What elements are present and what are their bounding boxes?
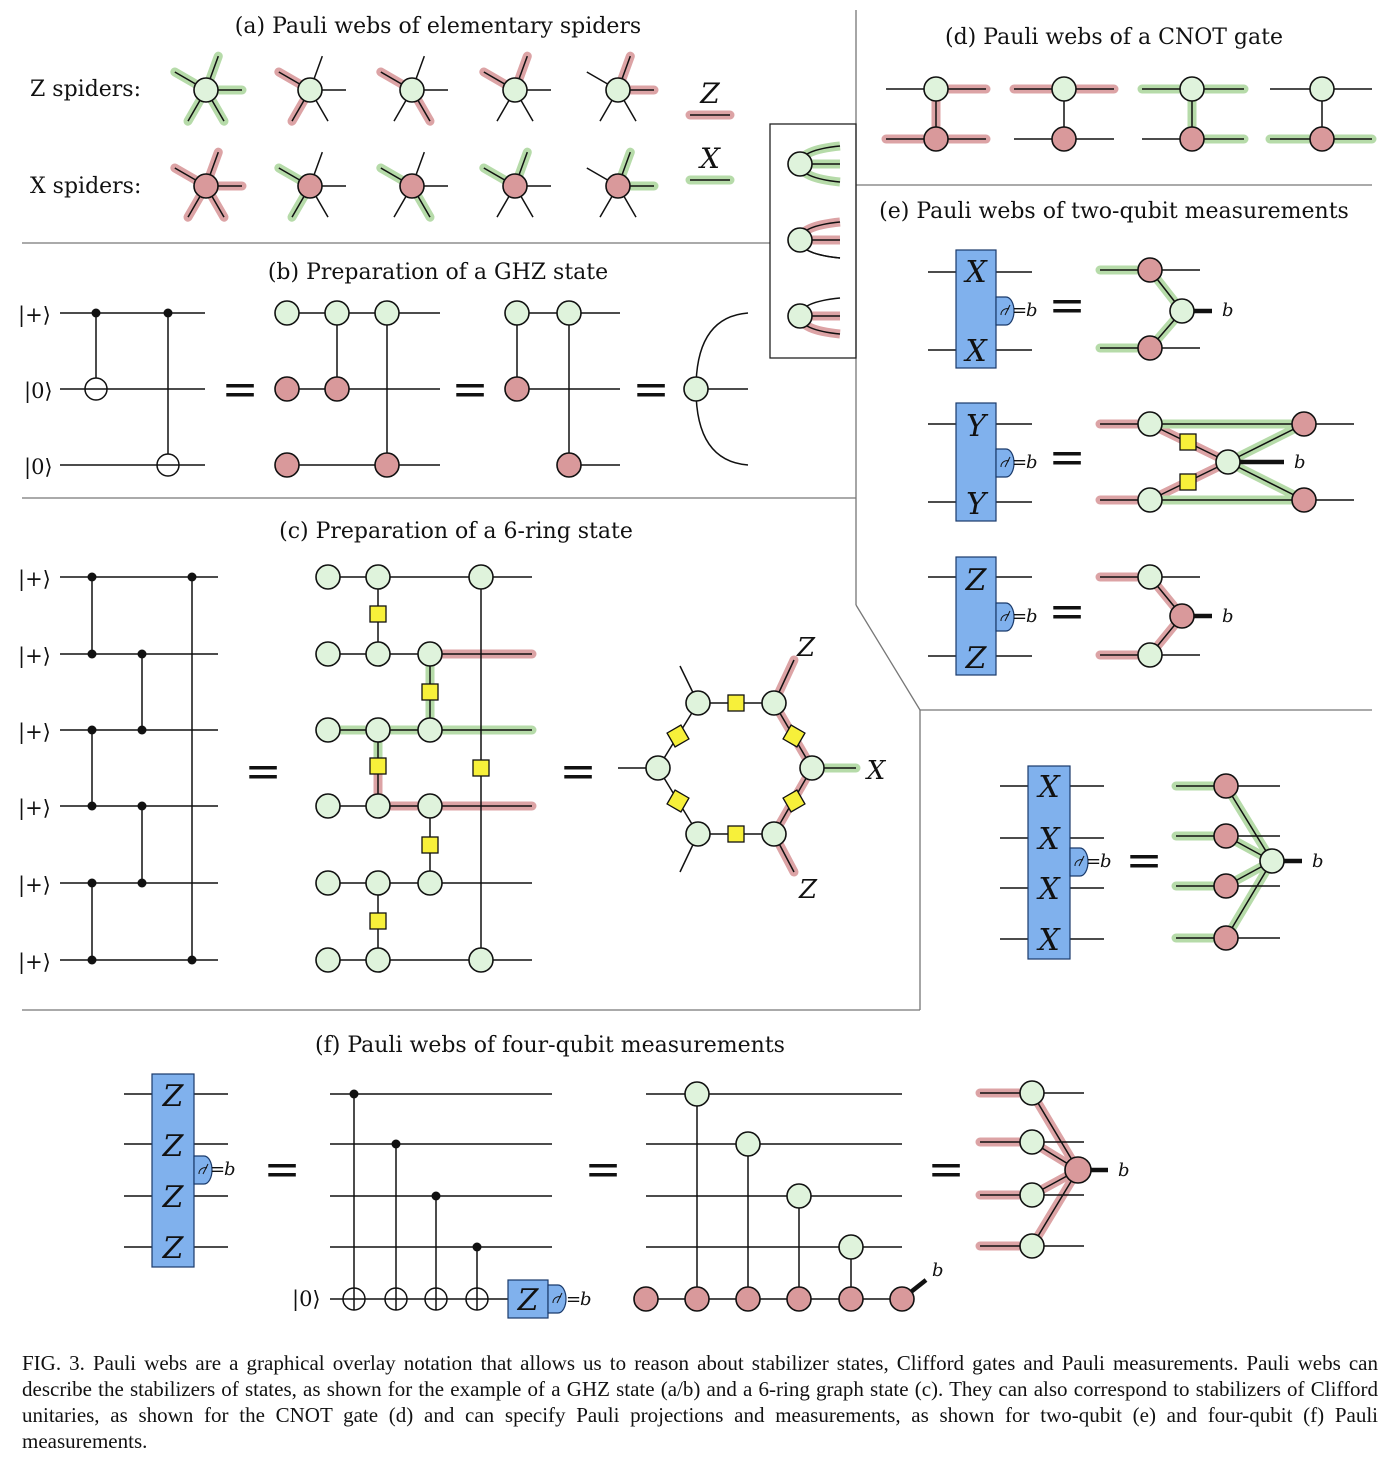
legend-x: X bbox=[685, 142, 735, 185]
equals: = bbox=[452, 364, 489, 415]
f-pauli: Z bbox=[162, 1079, 185, 1114]
panel-b: (b) Preparation of a GHZ state |+⟩ |0⟩ |… bbox=[18, 260, 749, 480]
panel-d-title: (d) Pauli webs of a CNOT gate bbox=[945, 25, 1283, 50]
equals: = bbox=[585, 1144, 622, 1195]
ket-plus: |+⟩ bbox=[18, 720, 51, 745]
equals: = bbox=[1049, 432, 1086, 483]
x-spider bbox=[399, 173, 425, 199]
equals: = bbox=[1126, 835, 1163, 886]
panel-f-title: (f) Pauli webs of four-qubit measurement… bbox=[315, 1033, 785, 1058]
e-outcome: b bbox=[1026, 452, 1038, 473]
e-eq-b: = bbox=[1012, 300, 1027, 321]
xxxx-outcome: b bbox=[1100, 851, 1112, 872]
x-spider bbox=[193, 173, 219, 199]
f-circuit-eq-b: = bbox=[566, 1289, 581, 1310]
f-web-outcome: b bbox=[1118, 1160, 1130, 1181]
ket-plus: |+⟩ bbox=[18, 796, 51, 821]
z-spider bbox=[193, 77, 219, 103]
e-outcome: b bbox=[1222, 300, 1234, 321]
equals: = bbox=[222, 364, 259, 415]
xxxx-pauli: X bbox=[1036, 923, 1061, 958]
figure: (a) Pauli webs of elementary spiders Z s… bbox=[18, 10, 1377, 1319]
equals: = bbox=[1049, 586, 1086, 637]
equals: = bbox=[264, 1144, 301, 1195]
e-eq-b: = bbox=[1012, 606, 1027, 627]
e-outcome: b bbox=[1294, 452, 1306, 473]
e-meas-pauli: X bbox=[963, 334, 988, 369]
ghz-stabilizer-box bbox=[787, 141, 841, 339]
panel-e-title: (e) Pauli webs of two-qubit measurements bbox=[879, 199, 1349, 224]
f-pauli: Z bbox=[162, 1180, 185, 1215]
legend-z: Z bbox=[685, 77, 735, 120]
e-meas-pauli: Z bbox=[965, 641, 988, 676]
elementary-spiders bbox=[170, 51, 659, 222]
ket-plus: |+⟩ bbox=[18, 303, 51, 328]
f-circuit-outcome: b bbox=[580, 1289, 592, 1310]
z-spider bbox=[399, 77, 425, 103]
ket-plus: |+⟩ bbox=[18, 644, 51, 669]
f-pauli: Z bbox=[162, 1231, 185, 1266]
panel-d: (d) Pauli webs of a CNOT gate bbox=[881, 25, 1377, 152]
e-outcome: b bbox=[1026, 300, 1038, 321]
legend-x-label: X bbox=[698, 142, 721, 175]
e-meas-pauli: Y bbox=[966, 487, 989, 522]
xxxx-pauli: X bbox=[1036, 872, 1061, 907]
f-eq-b: = bbox=[210, 1159, 225, 1180]
equals: = bbox=[633, 364, 670, 415]
e-meas-pauli: Y bbox=[966, 409, 989, 444]
equals: = bbox=[245, 746, 282, 797]
xxxx-pauli: X bbox=[1036, 822, 1061, 857]
panel-a: (a) Pauli webs of elementary spiders Z s… bbox=[30, 14, 735, 222]
ket-plus: |+⟩ bbox=[18, 873, 51, 898]
panel-e: (e) Pauli webs of two-qubit measurements… bbox=[879, 199, 1354, 676]
panel-xxxx: X X X X = b = b bbox=[1000, 765, 1324, 960]
x-spiders-label: X spiders: bbox=[30, 174, 141, 199]
x-spider bbox=[605, 173, 631, 199]
f-outcome: b bbox=[224, 1159, 236, 1180]
f-zx-outcome: b bbox=[932, 1260, 944, 1281]
ket-zero: |0⟩ bbox=[24, 455, 53, 480]
equals: = bbox=[560, 746, 597, 797]
ket-zero: |0⟩ bbox=[24, 379, 53, 404]
equals: = bbox=[1049, 280, 1086, 331]
xxxx-pauli: X bbox=[1036, 770, 1061, 805]
panel-b-title: (b) Preparation of a GHZ state bbox=[268, 260, 608, 285]
x-spider bbox=[502, 173, 528, 199]
equals: = bbox=[928, 1144, 965, 1195]
xxxx-eq-b: = bbox=[1086, 851, 1101, 872]
z-spiders-label: Z spiders: bbox=[30, 77, 141, 102]
ring-label-z-bottom: Z bbox=[798, 875, 818, 905]
c-input-kets: |+⟩ |+⟩ |+⟩ |+⟩ |+⟩ |+⟩ bbox=[18, 567, 51, 975]
e-meas-pauli: Z bbox=[965, 563, 988, 598]
f-pauli: Z bbox=[162, 1129, 185, 1164]
f-ket-zero: |0⟩ bbox=[292, 1287, 321, 1312]
xxxx-web-outcome: b bbox=[1312, 851, 1324, 872]
e-outcome: b bbox=[1026, 606, 1038, 627]
panel-f: (f) Pauli webs of four-qubit measurement… bbox=[124, 1033, 1130, 1319]
e-outcome: b bbox=[1222, 606, 1234, 627]
ket-plus: |+⟩ bbox=[18, 950, 51, 975]
panel-borders bbox=[22, 10, 1372, 1011]
f-measure: Z bbox=[517, 1283, 540, 1318]
panel-c-title: (c) Preparation of a 6-ring state bbox=[279, 519, 633, 544]
ring-label-x: X bbox=[865, 756, 887, 786]
z-spider bbox=[605, 77, 631, 103]
z-spider bbox=[502, 77, 528, 103]
legend-z-label: Z bbox=[699, 77, 720, 110]
e-meas-pauli: X bbox=[963, 255, 988, 290]
panel-a-title: (a) Pauli webs of elementary spiders bbox=[235, 14, 641, 39]
panel-c: (c) Preparation of a 6-ring state |+⟩|+⟩… bbox=[18, 519, 887, 975]
ring-label-z-top: Z bbox=[796, 633, 816, 663]
z-spider bbox=[297, 77, 323, 103]
e-eq-b: = bbox=[1012, 452, 1027, 473]
x-spider bbox=[297, 173, 323, 199]
figure-caption: FIG. 3. Pauli webs are a graphical overl… bbox=[22, 1351, 1378, 1453]
ket-plus: |+⟩ bbox=[18, 567, 51, 592]
